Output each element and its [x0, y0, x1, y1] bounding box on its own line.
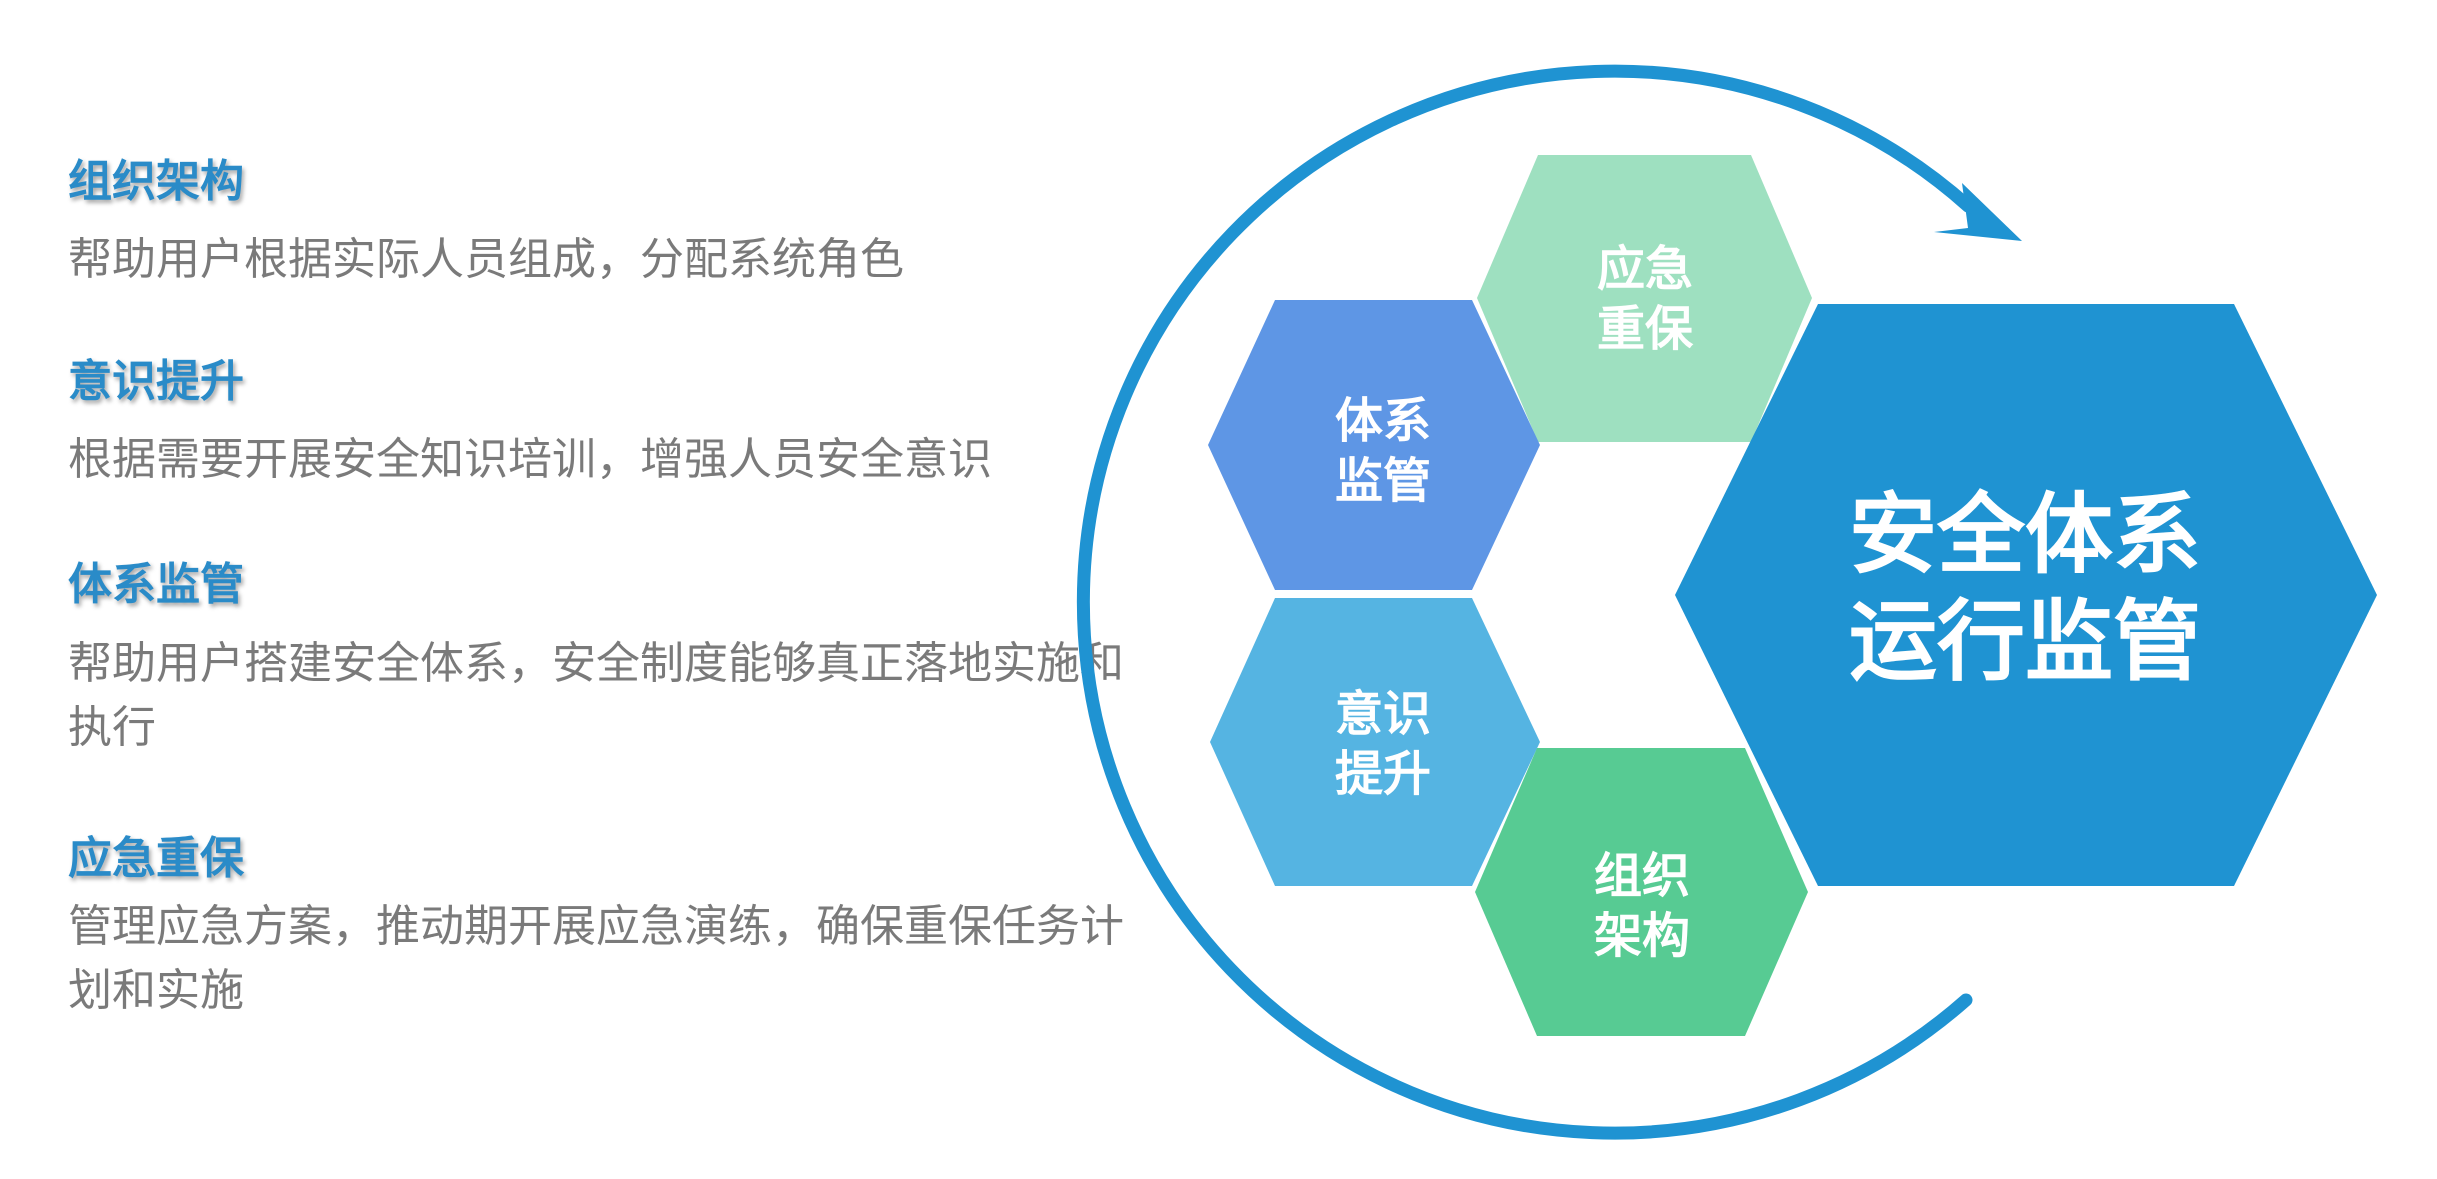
hex-awareness: 意识 提升	[1210, 598, 1540, 886]
hex-system-line2: 监管	[1335, 453, 1431, 509]
item-title-emergency: 应急重保	[68, 833, 244, 884]
item-title-system: 体系监管	[68, 559, 244, 610]
item-desc-system: 帮助用户搭建安全体系，安全制度能够真正落地实施和执行	[68, 638, 1124, 753]
hex-emergency-line1: 应急	[1597, 241, 1693, 297]
hex-awareness-line2: 提升	[1335, 746, 1431, 802]
item-desc-awareness: 根据需要开展安全知识培训，增强人员安全意识	[68, 434, 992, 485]
hex-emergency-line2: 重保	[1597, 301, 1694, 357]
item-title-org: 组织架构	[68, 156, 244, 207]
hex-awareness-line1: 意识	[1335, 686, 1431, 742]
hex-org-line2: 架构	[1594, 908, 1690, 964]
item-desc-emergency: 管理应急方案，推动期开展应急演练，确保重保任务计划和实施	[68, 901, 1124, 1016]
hex-org-line1: 组织	[1594, 848, 1690, 904]
cycle-arrowhead-icon	[1934, 183, 2022, 241]
hex-system-line1: 体系	[1335, 393, 1431, 449]
hex-main: 安全体系 运行监管	[1675, 304, 2377, 886]
description-column: 组织架构 帮助用户根据实际人员组成，分配系统角色 意识提升 根据需要开展安全知识…	[0, 0, 1160, 1179]
cycle-ring	[1076, 64, 1975, 1140]
item-desc-org: 帮助用户根据实际人员组成，分配系统角色	[68, 234, 904, 285]
hex-main-line1: 安全体系	[1849, 483, 2201, 586]
hex-org: 组织 架构	[1475, 748, 1808, 1036]
hex-emergency: 应急 重保	[1477, 155, 1812, 442]
item-title-awareness: 意识提升	[68, 356, 244, 407]
hex-system: 体系 监管	[1208, 300, 1540, 590]
hex-main-line2: 运行监管	[1849, 590, 2201, 693]
